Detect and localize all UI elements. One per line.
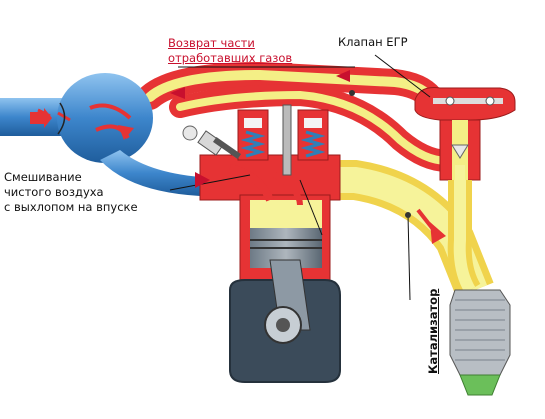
mixing-line-2: чистого воздуха <box>4 185 138 200</box>
exhaust-return-line-1: Возврат части <box>168 36 292 51</box>
catalyst <box>450 290 510 395</box>
engine-block <box>200 105 340 285</box>
mixing-label: Смешивание чистого воздуха с выхлопом на… <box>4 170 138 215</box>
catalyst-label: Катализатор <box>426 296 442 374</box>
mixing-line-1: Смешивание <box>4 170 138 185</box>
egr-valve-label: Клапан ЕГР <box>338 35 408 50</box>
exhaust-return-label: Возврат части отработавших газов <box>168 36 292 66</box>
egr-supply-pipe <box>460 180 470 290</box>
exhaust-return-line-2: отработавших газов <box>168 51 292 66</box>
egr-valve <box>415 88 515 196</box>
spark-plug <box>183 126 241 159</box>
mixing-line-3: с выхлопом на впуске <box>4 200 138 215</box>
